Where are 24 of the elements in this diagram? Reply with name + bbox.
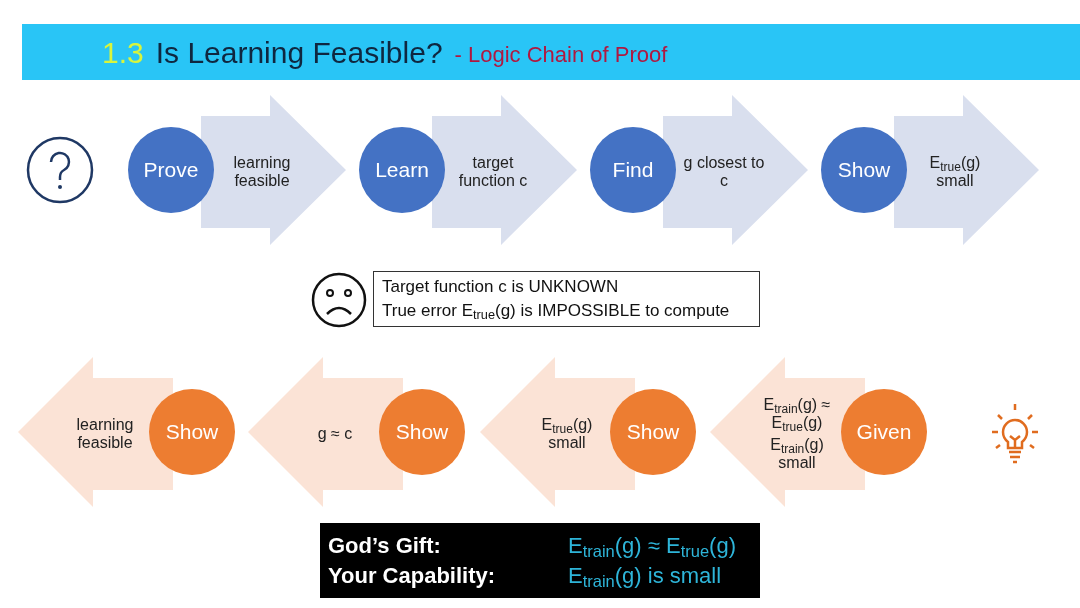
summary-formula: E$_{train}$(g) ≈ E$_{true}$(g) — [568, 531, 737, 561]
right-arrow-shape — [201, 95, 346, 245]
summary-panel — [320, 523, 760, 598]
step-text: E$_{train}$(g) ≈ E$_{true}$(g) — [762, 395, 832, 432]
right-arrow-shape — [894, 95, 1039, 245]
summary-heading: God’s Gift: — [328, 531, 442, 560]
step-text: target function c — [457, 153, 529, 190]
step-text: E$_{true}$(g) small — [928, 153, 982, 190]
subtitle: - Logic Chain of Proof — [454, 40, 668, 69]
right-arrow-shape — [663, 95, 808, 245]
step-text: g closest to c — [682, 153, 766, 190]
note-text: True error E$_{true}$(g) is IMPOSSIBLE to compute — [382, 300, 731, 323]
step-text: learning feasible — [75, 415, 135, 452]
step-text: g ≈ c — [317, 424, 353, 443]
right-arrow-shape — [432, 95, 577, 245]
note-box — [373, 271, 760, 327]
step-text: learning feasible — [232, 153, 292, 190]
note-text: Target function c is UNKNOWN — [382, 276, 620, 298]
step-text: E$_{true}$(g) small — [540, 415, 594, 452]
summary-heading: Your Capability: — [328, 561, 497, 590]
summary-formula: E$_{train}$(g) is small — [568, 561, 723, 591]
title: Is Learning Feasible? — [155, 34, 443, 71]
section-number: 1.3 — [102, 34, 144, 71]
step-text: E$_{train}$(g) small — [769, 435, 825, 472]
